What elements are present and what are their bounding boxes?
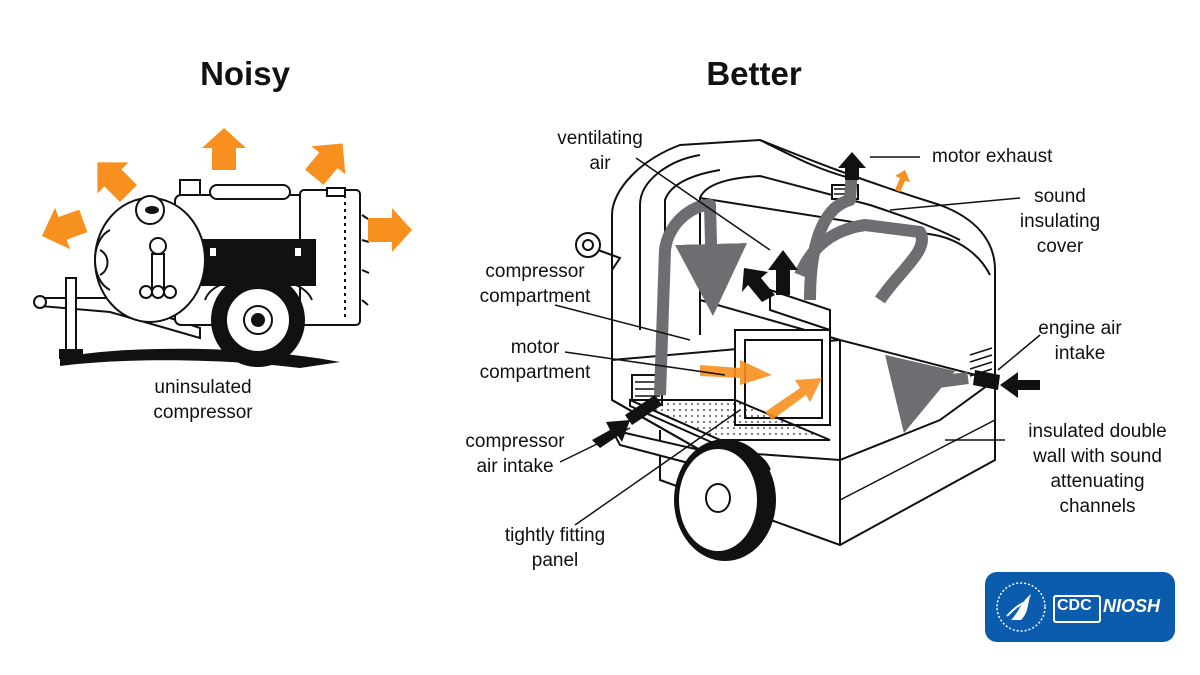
- cdc-logo-box: [1053, 595, 1101, 623]
- leader-tight-panel: [574, 409, 741, 526]
- reduced-noise-arrows: [700, 170, 910, 420]
- leader-sound-cover: [889, 197, 1021, 211]
- airflow-paths: [654, 169, 969, 434]
- compressor-intake-arrow-outer: [592, 420, 630, 448]
- label-line: compressor: [465, 431, 565, 452]
- label-line: sound: [1034, 186, 1086, 207]
- leader-motor-compartment: [564, 351, 726, 376]
- label-line: channels: [1059, 496, 1136, 517]
- better-compressor-illustration: [575, 138, 996, 561]
- label-line: panel: [531, 550, 579, 571]
- label-ventilating-air: ventilating air: [525, 126, 675, 176]
- noise-arrows: [41, 128, 412, 252]
- noise-arrow-up-left: [97, 162, 137, 202]
- noise-arrow-up-right: [305, 143, 346, 185]
- noisy-title: Noisy: [200, 55, 290, 92]
- leader-engine-air-intake: [997, 334, 1041, 371]
- noise-arrow-up: [202, 128, 246, 170]
- label-line: wall with sound: [1033, 446, 1162, 467]
- leader-compressor-air-intake: [559, 427, 631, 463]
- label-line: tightly fitting: [504, 525, 606, 546]
- niosh-logo-text: NIOSH: [1103, 596, 1161, 616]
- label-compressor-compartment: compressor compartment: [455, 259, 615, 309]
- label-uninsulated-compressor: uninsulated compressor: [128, 375, 278, 425]
- better-title: Better: [706, 55, 802, 92]
- label-motor-exhaust: motor exhaust: [932, 144, 1052, 169]
- label-line: attenuating: [1050, 471, 1145, 492]
- label-line: uninsulated: [154, 377, 252, 398]
- motor-exhaust-arrow: [838, 152, 866, 180]
- label-engine-air-intake: engine air intake: [1015, 316, 1145, 366]
- label-compressor-air-intake: compressor air intake: [440, 429, 590, 479]
- hhs-seal-icon: [996, 582, 1046, 632]
- label-sound-insulating-cover: sound insulating cover: [1000, 184, 1120, 259]
- label-line: compressor: [485, 261, 585, 282]
- label-line: engine air: [1038, 318, 1122, 339]
- label-insulated-double-wall: insulated double wall with sound attenua…: [1010, 419, 1185, 519]
- label-line: intake: [1054, 343, 1106, 364]
- label-line: compressor: [153, 402, 253, 423]
- noisy-compressor-illustration: [33, 179, 370, 368]
- label-line: compartment: [479, 286, 591, 307]
- label-line: insulated double: [1028, 421, 1167, 442]
- leader-ventilating-air: [635, 157, 771, 251]
- cdc-niosh-logo: CDC NIOSH: [985, 572, 1175, 642]
- label-line: air intake: [476, 456, 554, 477]
- leader-compressor-compartment: [554, 304, 691, 341]
- leader-lines: [554, 156, 1041, 526]
- label-line: ventilating: [557, 128, 643, 149]
- label-line: air: [589, 153, 611, 174]
- cdc-logo-text: CDC: [1057, 597, 1092, 614]
- noise-arrow-left: [41, 207, 88, 250]
- noise-arrow-right: [368, 208, 412, 252]
- label-line: motor: [510, 337, 560, 358]
- label-tightly-fitting-panel: tightly fitting panel: [480, 523, 630, 573]
- label-line: cover: [1036, 236, 1084, 257]
- label-line: motor exhaust: [932, 146, 1053, 167]
- label-line: compartment: [479, 362, 591, 383]
- label-motor-compartment: motor compartment: [460, 335, 610, 385]
- intake-exhaust-arrows: [592, 152, 1040, 448]
- label-line: insulating: [1019, 211, 1101, 232]
- engine-intake-arrow-outer: [1000, 372, 1040, 398]
